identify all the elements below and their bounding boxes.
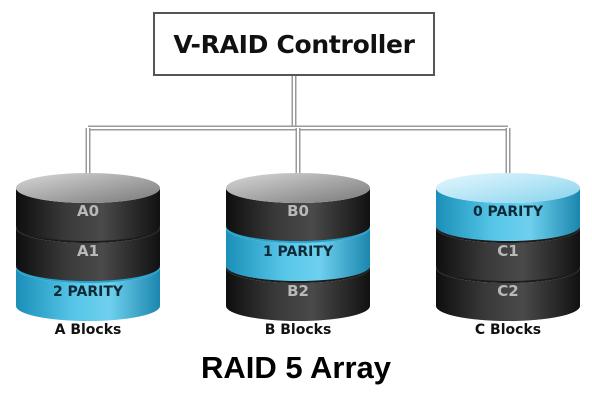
connector-lines [85, 76, 511, 188]
controller-label: V-RAID Controller [173, 29, 415, 59]
data-block-label: A0 [77, 202, 99, 220]
data-block-label: B0 [287, 202, 309, 220]
disk-segment: A0 [16, 173, 160, 241]
data-block-label: A1 [77, 242, 99, 260]
parity-block-label: 0 PARITY [473, 204, 544, 220]
controller-box: V-RAID Controller [153, 12, 435, 76]
data-segment-body [436, 268, 580, 321]
disk-b-label: B Blocks [264, 322, 332, 338]
data-segment-body [436, 228, 580, 281]
disk-a-label: A Blocks [54, 322, 122, 338]
parity-segment-body [436, 188, 580, 241]
data-block-label: C2 [497, 282, 518, 300]
parity-segment-body [226, 228, 370, 281]
array-title: RAID 5 Array [200, 350, 392, 385]
disk-stack-c: C2 C1 0 PARITY [436, 173, 580, 321]
data-segment-body [16, 188, 160, 241]
parity-segment-body [16, 268, 160, 321]
segment-top-ellipse [16, 173, 160, 203]
disk-segment: 0 PARITY [436, 173, 580, 241]
segment-top-ellipse [436, 173, 580, 203]
parity-block-label: 2 PARITY [53, 284, 124, 300]
data-segment-body [226, 268, 370, 321]
disk-stack-a: 2 PARITY A1 A0 [16, 173, 160, 321]
data-segment-body [16, 228, 160, 281]
segment-top-ellipse [226, 173, 370, 203]
disk-c-label: C Blocks [474, 322, 542, 338]
data-segment-body [226, 188, 370, 241]
data-block-label: C1 [497, 242, 518, 260]
disk-stack-b: B2 1 PARITY B0 [226, 173, 370, 321]
disk-segment: B0 [226, 173, 370, 241]
data-block-label: B2 [287, 282, 309, 300]
parity-block-label: 1 PARITY [263, 244, 334, 260]
